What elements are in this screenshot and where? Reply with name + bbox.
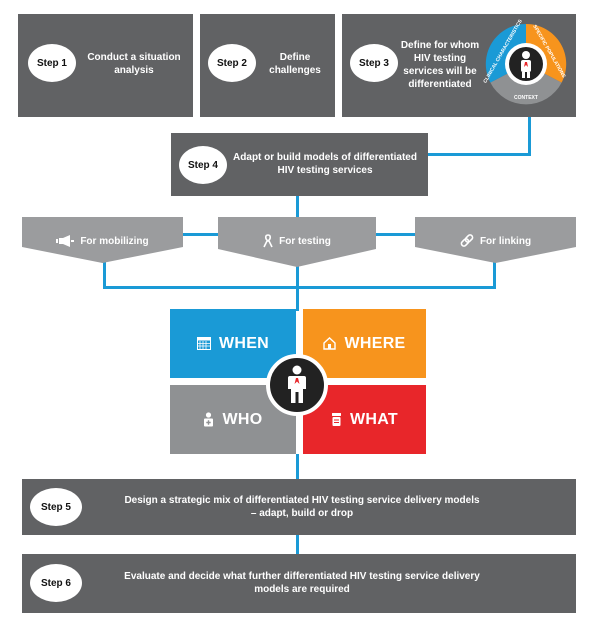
- step-4-text: Adapt or build models of differentiated …: [233, 152, 417, 176]
- megaphone-icon: [56, 235, 75, 247]
- step-2-label: Step 2: [208, 44, 256, 82]
- sub-mobilizing: For mobilizing: [22, 230, 183, 252]
- sub-mobilizing-label: For mobilizing: [80, 235, 149, 247]
- link-icon: [460, 234, 474, 247]
- sub-linking-label: For linking: [479, 235, 532, 247]
- connector-step3-down: [528, 116, 531, 156]
- connector-step5-step6: [296, 535, 299, 557]
- step-5-label: Step 5: [30, 488, 82, 526]
- person-ribbon-icon: [288, 365, 306, 403]
- connector-sub-mid-down: [296, 265, 299, 289]
- quadrant-where-label: WHERE: [344, 334, 406, 352]
- population-donut: CLINICAL CHARACTERISTICS SPECIFIC POPULA…: [482, 18, 567, 105]
- sub-linking: For linking: [415, 230, 576, 252]
- step-3-text: Define for whom HIV testing services wil…: [400, 40, 480, 90]
- step-6-label: Step 6: [30, 564, 82, 602]
- sub-box-testing: [218, 217, 376, 267]
- quadrant-when-label: WHEN: [218, 334, 270, 352]
- connector-step3-step4: [428, 153, 531, 156]
- step-2-box: Step 2 Define challenges: [200, 14, 335, 117]
- quadrant-where: WHERE: [303, 309, 426, 378]
- step-6-box: Step 6 Evaluate and decide what further …: [22, 554, 576, 613]
- step-1-text: Conduct a situation analysis: [87, 52, 181, 76]
- connector-sub-right-down: [493, 260, 496, 289]
- step-5-text: Design a strategic mix of differentiated…: [124, 495, 480, 519]
- sub-box-mobilizing: [22, 217, 183, 263]
- connector-step4-down: [296, 196, 299, 230]
- connector-to-quadrant: [296, 286, 299, 311]
- connector-sub-left-down: [103, 260, 106, 289]
- ribbon-icon: [263, 234, 273, 248]
- person-center-circle: [266, 354, 328, 416]
- health-worker-icon: [204, 412, 214, 427]
- step-5-box: Step 5 Design a strategic mix of differe…: [22, 479, 576, 535]
- step-1-label: Step 1: [28, 44, 76, 82]
- step-3-label: Step 3: [350, 44, 398, 82]
- calendar-icon: [196, 337, 211, 350]
- sub-testing: For testing: [218, 230, 376, 252]
- quadrant-who-label: WHO: [222, 410, 263, 428]
- step-4-box: Step 4 Adapt or build models of differen…: [171, 133, 428, 196]
- test-kit-icon: [332, 413, 341, 426]
- donut-label-context: CONTEXT: [514, 95, 538, 101]
- house-icon: [323, 337, 337, 350]
- sub-box-linking: [415, 217, 576, 263]
- quadrant-what-label: WHAT: [350, 410, 398, 428]
- sub-testing-label: For testing: [279, 235, 331, 247]
- step-4-label: Step 4: [179, 146, 227, 184]
- connector-quadrant-step5: [296, 454, 299, 480]
- step-2-text: Define challenges: [269, 52, 321, 76]
- step-6-text: Evaluate and decide what further differe…: [124, 571, 480, 595]
- connector-sub-bottom-row: [103, 286, 496, 289]
- step-3-box: Step 3 Define for whom HIV testing servi…: [342, 14, 576, 117]
- step-1-box: Step 1 Conduct a situation analysis: [18, 14, 193, 117]
